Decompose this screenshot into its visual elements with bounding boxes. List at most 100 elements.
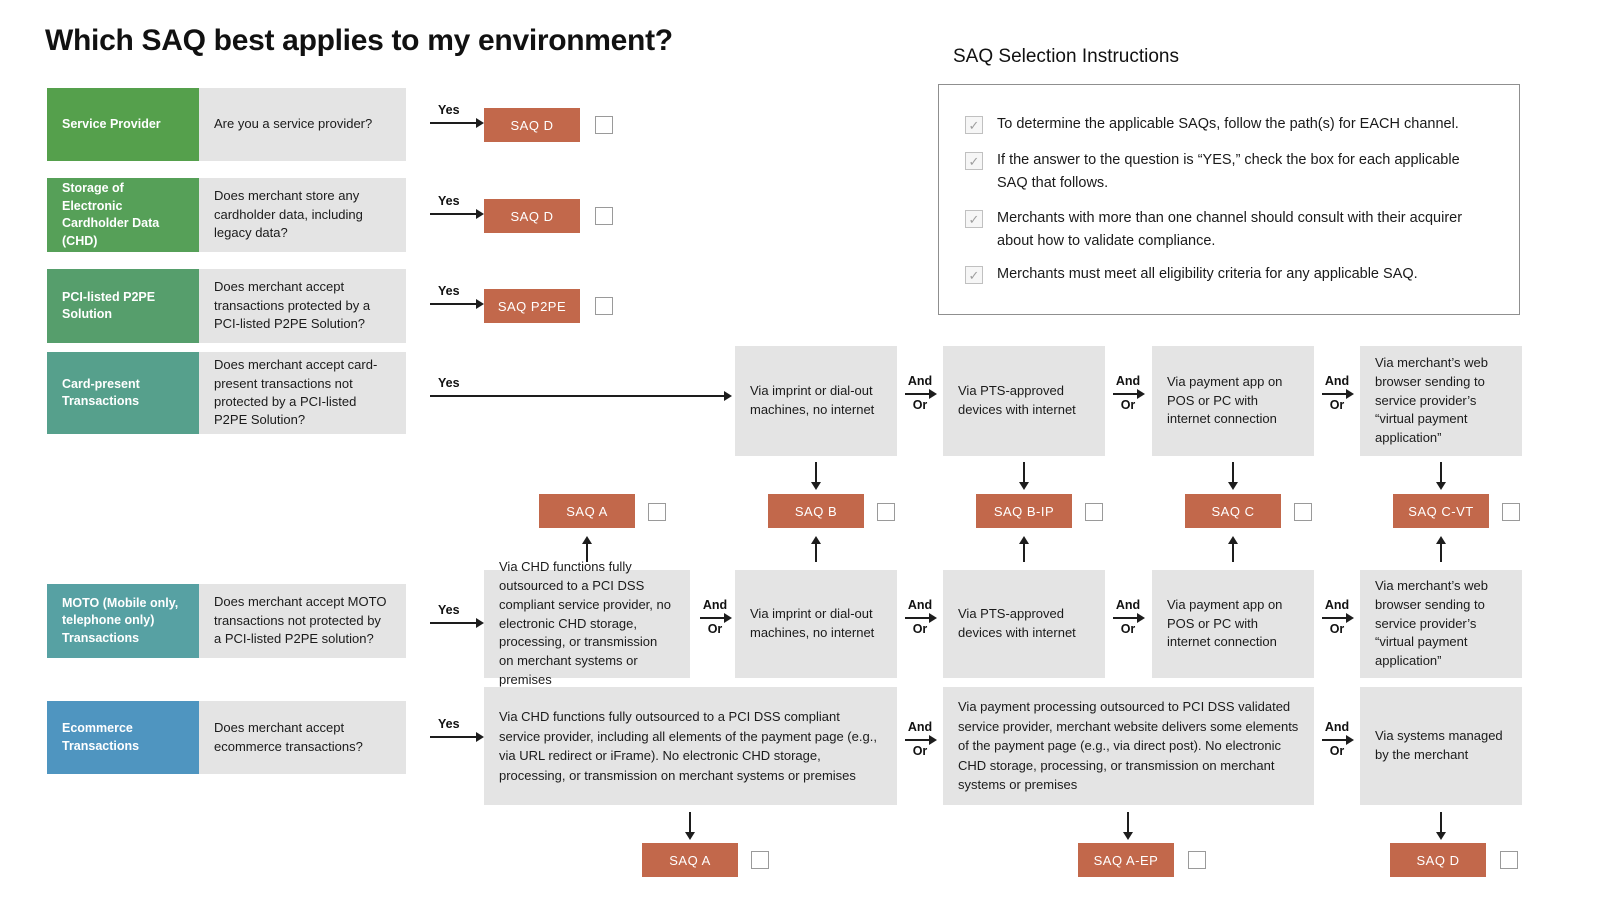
arrow-right-icon <box>1322 612 1354 623</box>
or-label: Or <box>912 743 928 758</box>
or-label: Or <box>707 621 723 636</box>
and-label: And <box>907 720 933 734</box>
or-label: Or <box>912 621 928 636</box>
yes-connector: Yes <box>430 194 484 219</box>
saq-b-ip-button: SAQ B-IP <box>976 494 1072 528</box>
and-or-connector: And Or <box>1319 598 1355 637</box>
arrow-up-icon <box>1436 536 1446 562</box>
arrow-up-icon <box>1019 536 1029 562</box>
instruction-checkbox[interactable]: ✓ <box>965 210 983 228</box>
channel-question-ecommerce: Does merchant accept ecommerce transacti… <box>199 701 406 774</box>
or-label: Or <box>912 397 928 412</box>
channel-label-service-provider: Service Provider <box>47 88 199 161</box>
path-box-imprint-dialout: Via imprint or dial-out machines, no int… <box>735 570 897 678</box>
arrow-right-icon <box>430 618 484 628</box>
arrow-down-icon <box>1019 462 1029 490</box>
yes-label: Yes <box>438 376 460 390</box>
arrow-right-icon <box>905 612 937 623</box>
saq-d-checkbox[interactable] <box>1500 851 1518 869</box>
instruction-item: ✓ Merchants with more than one channel s… <box>965 207 1493 254</box>
and-or-connector: And Or <box>1110 598 1146 637</box>
and-or-connector: And Or <box>1319 374 1355 413</box>
saq-c-vt-checkbox[interactable] <box>1502 503 1520 521</box>
yes-label: Yes <box>438 284 460 298</box>
path-box-virtual-payment: Via merchant’s web browser sending to se… <box>1360 346 1522 456</box>
yes-connector: Yes <box>430 603 484 628</box>
check-icon: ✓ <box>968 211 980 227</box>
path-box-payment-app: Via payment app on POS or PC with intern… <box>1152 346 1314 456</box>
saq-a-button: SAQ A <box>642 843 738 877</box>
arrow-right-icon <box>430 391 732 401</box>
and-label: And <box>1115 374 1141 388</box>
saq-a-button: SAQ A <box>539 494 635 528</box>
instruction-text: Merchants with more than one channel sho… <box>997 210 1463 250</box>
check-icon: ✓ <box>968 267 980 283</box>
or-label: Or <box>1120 397 1136 412</box>
and-or-connector: And Or <box>697 598 733 637</box>
yes-connector: Yes <box>430 717 484 742</box>
instruction-item: ✓ To determine the applicable SAQs, foll… <box>965 113 1493 136</box>
path-box-virtual-payment: Via merchant’s web browser sending to se… <box>1360 570 1522 678</box>
arrow-up-icon <box>582 536 592 562</box>
arrow-down-icon <box>811 462 821 490</box>
channel-label-card-present: Card-present Transactions <box>47 352 199 434</box>
arrow-down-icon <box>1123 812 1133 840</box>
saq-c-checkbox[interactable] <box>1294 503 1312 521</box>
path-box-ecom-fully-outsourced: Via CHD functions fully outsourced to a … <box>484 687 897 805</box>
arrow-right-icon <box>1322 734 1354 745</box>
channel-label-p2pe: PCI-listed P2PE Solution <box>47 269 199 343</box>
path-box-pts-devices: Via PTS-approved devices with internet <box>943 570 1105 678</box>
and-label: And <box>1115 598 1141 612</box>
yes-label: Yes <box>438 103 460 117</box>
or-label: Or <box>1329 743 1345 758</box>
and-label: And <box>1324 374 1350 388</box>
channel-question-p2pe: Does merchant accept transactions protec… <box>199 269 406 343</box>
instruction-checkbox[interactable]: ✓ <box>965 266 983 284</box>
arrow-right-icon <box>430 732 484 742</box>
arrow-down-icon <box>685 812 695 840</box>
saq-d-checkbox[interactable] <box>595 207 613 225</box>
or-label: Or <box>1329 397 1345 412</box>
arrow-up-icon <box>811 536 821 562</box>
instruction-checkbox[interactable]: ✓ <box>965 152 983 170</box>
saq-p2pe-button: SAQ P2PE <box>484 289 580 323</box>
and-label: And <box>1324 720 1350 734</box>
instruction-text: To determine the applicable SAQs, follow… <box>997 116 1459 132</box>
saq-p2pe-checkbox[interactable] <box>595 297 613 315</box>
and-or-connector: And Or <box>1319 720 1355 759</box>
saq-d-button: SAQ D <box>484 108 580 142</box>
and-label: And <box>702 598 728 612</box>
arrow-down-icon <box>1436 462 1446 490</box>
arrow-right-icon <box>1113 612 1145 623</box>
arrow-right-icon <box>905 388 937 399</box>
saq-c-button: SAQ C <box>1185 494 1281 528</box>
saq-b-checkbox[interactable] <box>877 503 895 521</box>
saq-b-ip-checkbox[interactable] <box>1085 503 1103 521</box>
saq-a-checkbox[interactable] <box>648 503 666 521</box>
channel-label-moto: MOTO (Mobile only, telephone only) Trans… <box>47 584 199 658</box>
saq-b-button: SAQ B <box>768 494 864 528</box>
or-label: Or <box>1120 621 1136 636</box>
saq-c-vt-button: SAQ C-VT <box>1393 494 1489 528</box>
check-icon: ✓ <box>968 153 980 169</box>
path-box-ecom-partially-outsourced: Via payment processing outsourced to PCI… <box>943 687 1314 805</box>
channel-label-ecommerce: Ecommerce Transactions <box>47 701 199 774</box>
instruction-checkbox[interactable]: ✓ <box>965 116 983 134</box>
arrow-up-icon <box>1228 536 1238 562</box>
instruction-item: ✓ If the answer to the question is “YES,… <box>965 149 1493 196</box>
and-label: And <box>1324 598 1350 612</box>
saq-a-checkbox[interactable] <box>751 851 769 869</box>
arrow-right-icon <box>700 612 732 623</box>
arrow-right-icon <box>905 734 937 745</box>
channel-question-service-provider: Are you a service provider? <box>199 88 406 161</box>
saq-a-ep-checkbox[interactable] <box>1188 851 1206 869</box>
saq-d-checkbox[interactable] <box>595 116 613 134</box>
page-title: Which SAQ best applies to my environment… <box>45 24 673 57</box>
channel-question-storage-chd: Does merchant store any cardholder data,… <box>199 178 406 252</box>
instructions-panel: ✓ To determine the applicable SAQs, foll… <box>938 84 1520 315</box>
saq-a-ep-button: SAQ A-EP <box>1078 843 1174 877</box>
yes-connector: Yes <box>430 376 732 401</box>
and-label: And <box>907 374 933 388</box>
channel-question-moto: Does merchant accept MOTO transactions n… <box>199 584 406 658</box>
